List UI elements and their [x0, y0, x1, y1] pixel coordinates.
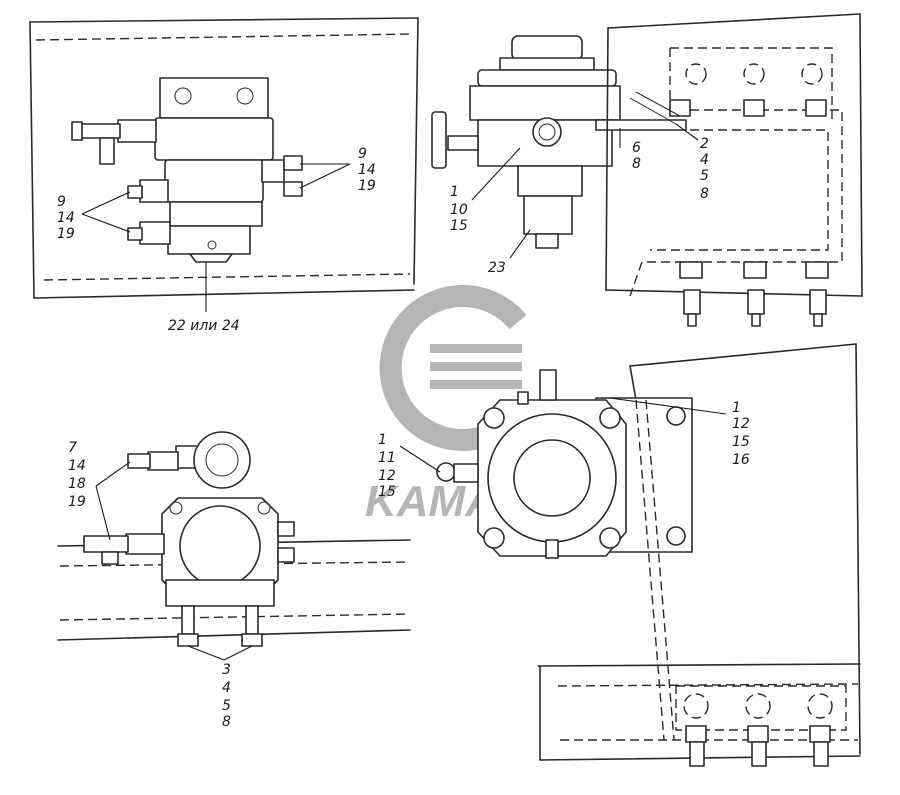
callout-bottom-left-bolts-2: 4 [222, 680, 231, 696]
view-bottom-right: 1 11 12 15 1 12 15 16 [378, 343, 861, 767]
callout-bottom-center-left-3: 12 [378, 468, 396, 484]
callout-bottom-left-bolts-3: 5 [222, 698, 231, 714]
callout-bottom-center-left-4: 15 [378, 484, 396, 500]
callout-top-right-bolts-4: 8 [700, 186, 709, 202]
callout-top-right-bolts-3: 5 [700, 168, 709, 184]
callout-top-left-right-3: 19 [358, 178, 376, 194]
callout-top-right-bolts-1: 2 [700, 136, 709, 152]
callout-top-right-bolts-2: 4 [700, 152, 709, 168]
view-top-right: 2 4 5 8 [605, 13, 863, 327]
callout-top-left-bottom: 22 или 24 [168, 318, 240, 334]
view-top-left: 9 14 19 9 14 19 22 или 24 [29, 17, 419, 334]
callout-bottom-left-bolts-4: 8 [222, 714, 231, 730]
callout-top-center-left-1: 1 [450, 184, 459, 200]
callout-top-left-right-2: 14 [358, 162, 376, 178]
callout-bottom-left-top-2: 14 [68, 458, 86, 474]
callout-bottom-right-top-2: 12 [732, 416, 750, 432]
callout-top-left-left-2: 14 [57, 210, 75, 226]
callout-bottom-left-top-1: 7 [68, 440, 77, 456]
callout-bottom-left-top-4: 19 [68, 494, 86, 510]
view-top-center: 6 8 1 10 15 23 [431, 35, 687, 276]
callout-bottom-center-left-2: 11 [378, 450, 396, 466]
callout-top-left-left-3: 19 [57, 226, 75, 242]
callout-bottom-left-bolts-1: 3 [222, 662, 231, 678]
callout-top-left-left-1: 9 [57, 194, 66, 210]
callout-top-center-right-1: 6 [632, 140, 641, 156]
callout-bottom-right-top-3: 15 [732, 434, 750, 450]
callout-bottom-right-top-1: 1 [732, 400, 741, 416]
callout-top-center-bottom: 23 [488, 260, 506, 276]
callout-top-left-right-1: 9 [358, 146, 367, 162]
callout-bottom-right-top-4: 16 [732, 452, 750, 468]
view-bottom-left: 7 14 18 19 3 4 5 8 [57, 431, 411, 730]
callout-top-center-right-2: 8 [632, 156, 641, 172]
callout-top-center-left-3: 15 [450, 218, 468, 234]
callout-bottom-center-left-1: 1 [378, 432, 387, 448]
callout-top-center-left-2: 10 [450, 202, 468, 218]
callout-bottom-left-top-3: 18 [68, 476, 86, 492]
